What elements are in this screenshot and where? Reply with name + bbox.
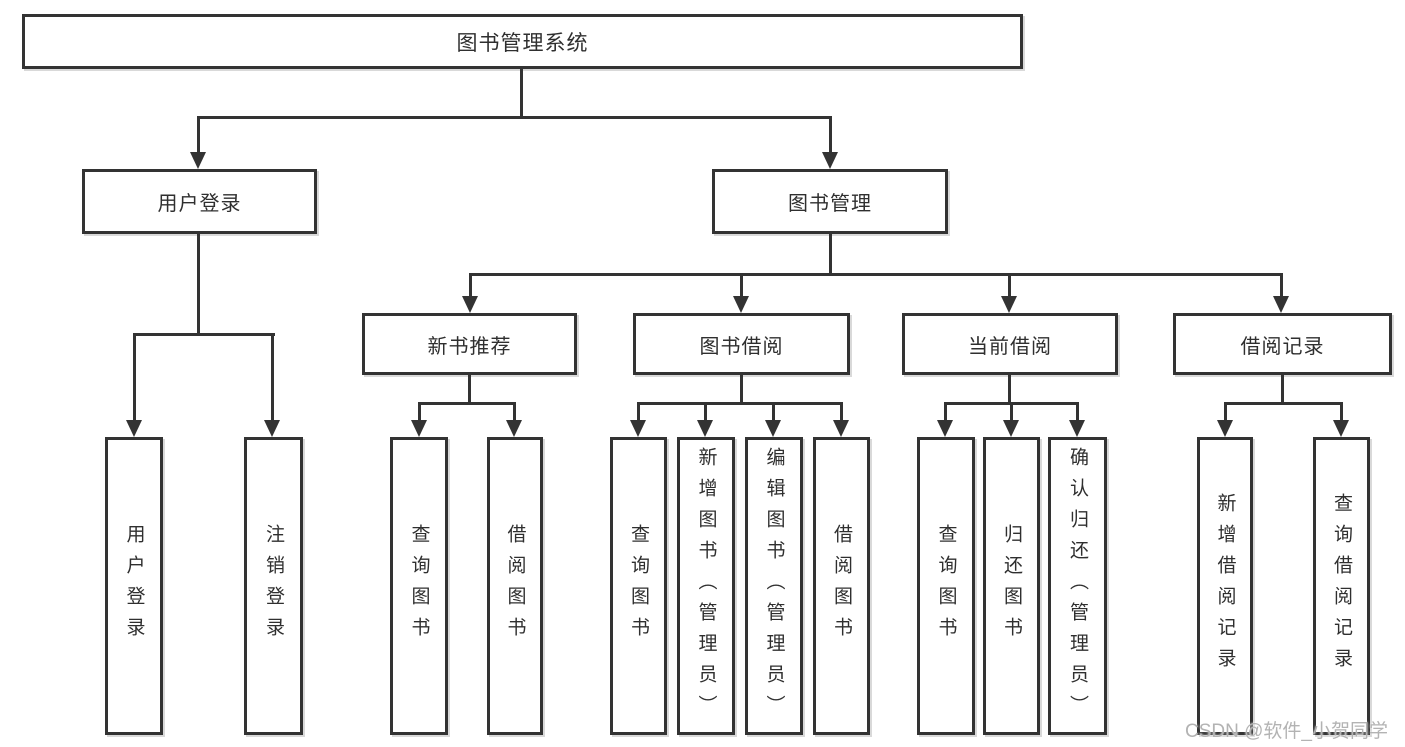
connector-user-login-bar	[133, 333, 275, 336]
arrow-down-icon	[1003, 420, 1019, 437]
arrow-down-icon	[1217, 420, 1233, 437]
arrow-down-icon	[264, 420, 280, 437]
connector-book-management-stem	[829, 234, 832, 276]
connector-drop	[513, 402, 516, 421]
connector-drop	[772, 402, 775, 421]
connector-drop	[944, 402, 947, 421]
connector-drop	[1340, 402, 1343, 421]
node-query-borrow-record: 查询借阅记录	[1313, 437, 1370, 735]
connector-root-bar	[197, 116, 832, 119]
node-book-borrowing: 图书借阅	[633, 313, 850, 375]
node-library-management-system: 图书管理系统	[22, 14, 1023, 69]
node-query-books-borrowing: 查询图书	[610, 437, 667, 735]
connector-borrowing-records-bar	[1224, 402, 1342, 405]
connector-drop-login-leaf	[133, 333, 136, 421]
arrow-down-icon	[462, 296, 478, 313]
connector-root-stem	[520, 68, 523, 117]
arrow-down-icon	[1069, 420, 1085, 437]
arrow-down-icon	[697, 420, 713, 437]
connector-current-borrowing-stem	[1008, 375, 1011, 404]
node-logout-leaf: 注销登录	[244, 437, 303, 735]
arrow-down-icon	[1333, 420, 1349, 437]
arrow-down-icon	[822, 152, 838, 169]
node-confirm-return-admin: 确认归还（管理员）	[1048, 437, 1107, 735]
connector-book-management-bar	[469, 273, 1283, 276]
csdn-watermark: CSDN @软件_小贺同学	[1185, 721, 1388, 742]
arrow-down-icon	[765, 420, 781, 437]
connector-drop-logout-leaf	[271, 333, 274, 421]
arrow-down-icon	[411, 420, 427, 437]
arrow-down-icon	[190, 152, 206, 169]
node-current-borrowing: 当前借阅	[902, 313, 1118, 375]
node-book-management: 图书管理	[712, 169, 948, 234]
arrow-down-icon	[1001, 296, 1017, 313]
connector-drop	[1224, 402, 1227, 421]
connector-drop	[704, 402, 707, 421]
node-edit-book-admin: 编辑图书（管理员）	[745, 437, 803, 735]
connector-drop	[840, 402, 843, 421]
node-add-borrow-record: 新增借阅记录	[1197, 437, 1253, 735]
node-borrowing-records: 借阅记录	[1173, 313, 1392, 375]
connector-new-book-bar	[418, 402, 516, 405]
connector-drop-borrowing-records	[1280, 273, 1283, 299]
arrow-down-icon	[630, 420, 646, 437]
node-query-books-recommend: 查询图书	[390, 437, 448, 735]
arrow-down-icon	[833, 420, 849, 437]
connector-drop-book-management	[829, 116, 832, 153]
node-return-books: 归还图书	[983, 437, 1040, 735]
node-borrow-books-leaf: 借阅图书	[813, 437, 870, 735]
connector-drop	[1010, 402, 1013, 421]
connector-borrowing-records-stem	[1281, 375, 1284, 404]
connector-drop-book-borrowing	[740, 273, 743, 299]
connector-drop-user-login	[197, 116, 200, 153]
arrow-down-icon	[733, 296, 749, 313]
node-user-login: 用户登录	[82, 169, 317, 234]
node-new-book-recommendation: 新书推荐	[362, 313, 577, 375]
connector-drop	[418, 402, 421, 421]
node-user-login-leaf: 用户登录	[105, 437, 163, 735]
connector-book-borrowing-stem	[740, 375, 743, 404]
node-borrow-books-recommend: 借阅图书	[487, 437, 543, 735]
connector-drop-new-book	[469, 273, 472, 299]
connector-book-borrowing-bar	[637, 402, 842, 405]
arrow-down-icon	[937, 420, 953, 437]
connector-drop-current-borrowing	[1008, 273, 1011, 299]
node-add-book-admin: 新增图书（管理员）	[677, 437, 735, 735]
arrow-down-icon	[126, 420, 142, 437]
connector-drop	[637, 402, 640, 421]
connector-drop	[1076, 402, 1079, 421]
connector-user-login-stem	[197, 234, 200, 335]
arrow-down-icon	[1273, 296, 1289, 313]
node-query-books-current: 查询图书	[917, 437, 975, 735]
connector-new-book-stem	[468, 375, 471, 404]
arrow-down-icon	[506, 420, 522, 437]
